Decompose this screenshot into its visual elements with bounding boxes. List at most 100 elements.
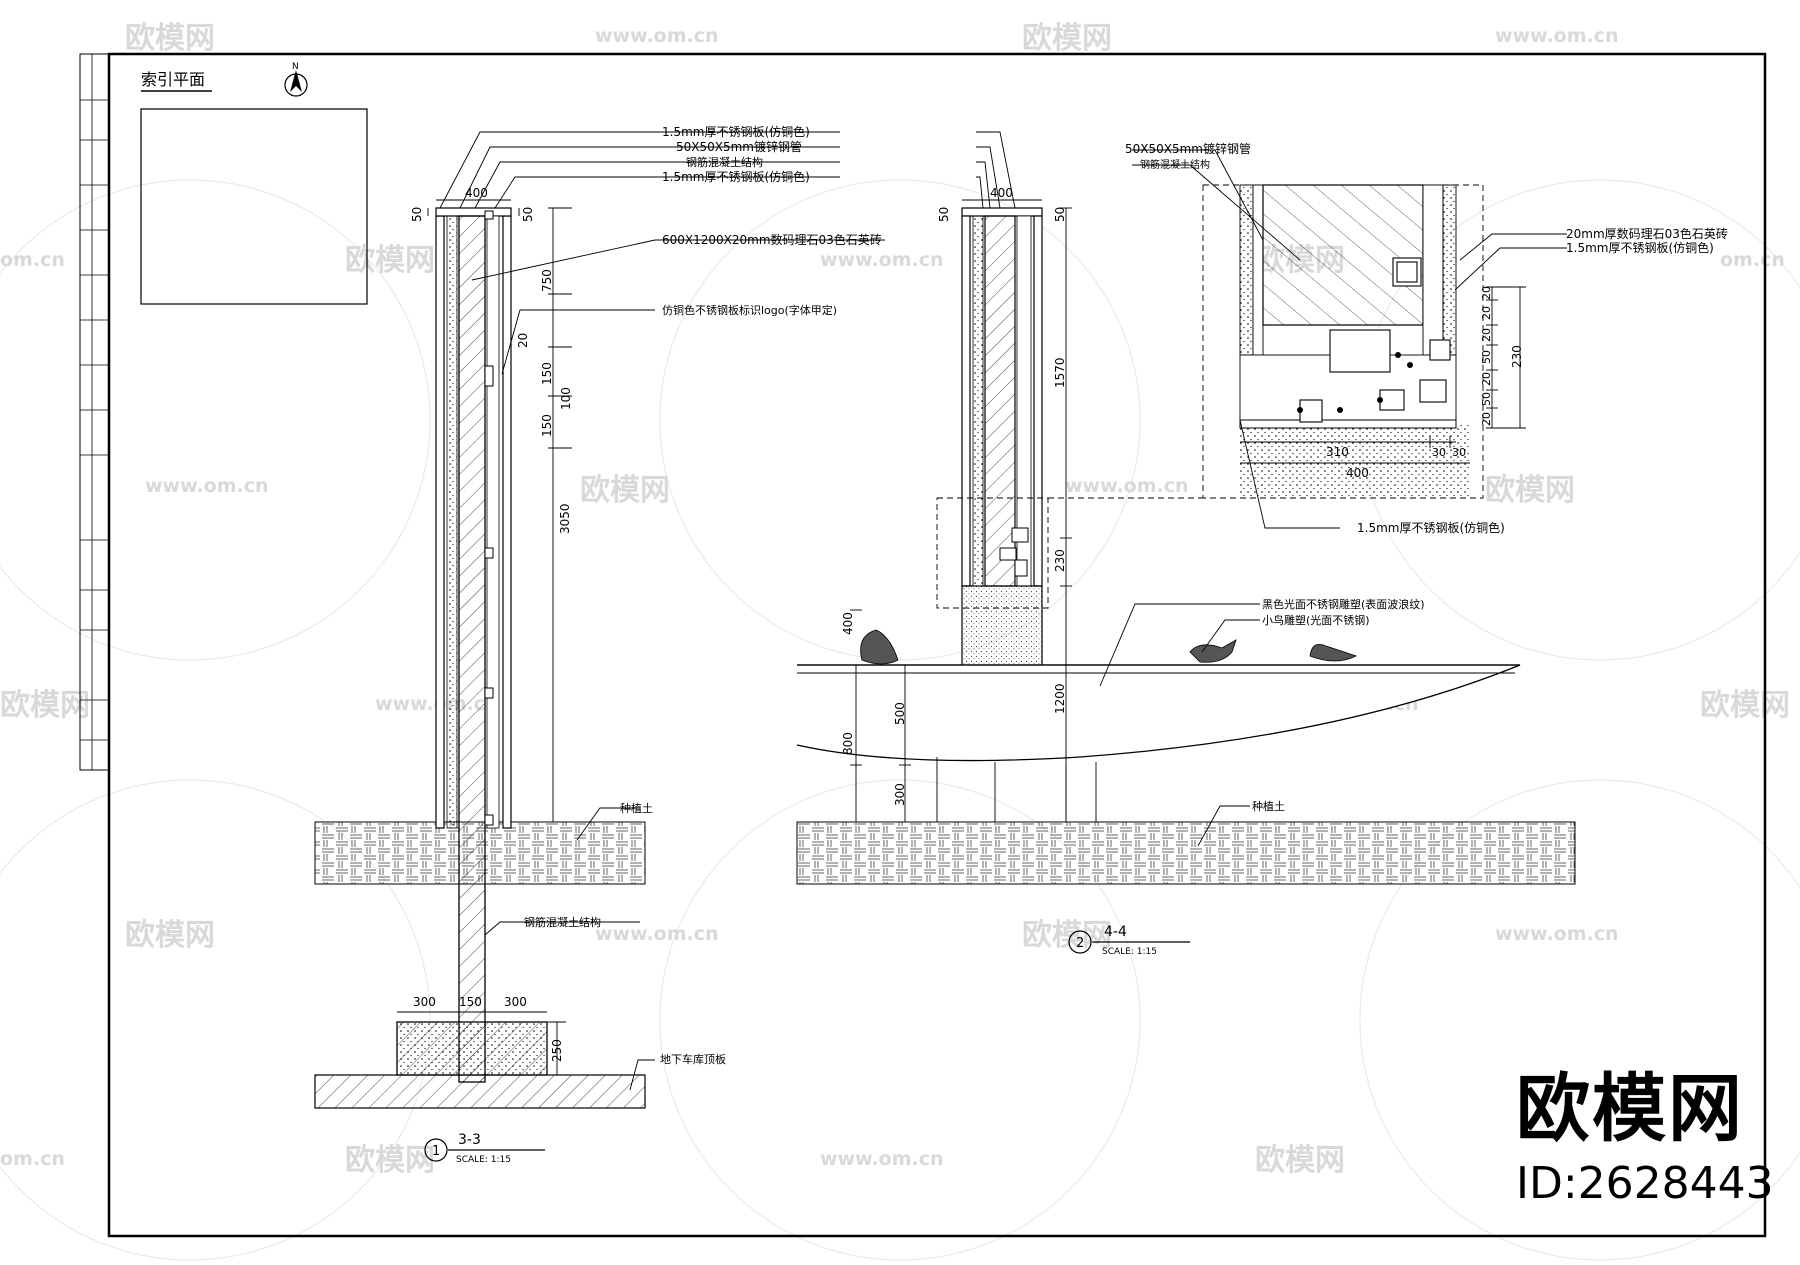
section-3-3-label: 1 3-3 SCALE: 1:15 (424, 1132, 545, 1165)
dim-top-width: 400 (465, 186, 488, 200)
watermark-brand: 欧模网 (1255, 1143, 1345, 1178)
dim-500: 500 (893, 702, 907, 725)
watermark-brand: 欧模网 (0, 688, 90, 723)
watermark-brand: 欧模网 (345, 243, 435, 278)
watermark-url: www.om.cn (1495, 25, 1619, 47)
dim-300: 300 (893, 783, 907, 806)
svg-text:20: 20 (1480, 286, 1493, 300)
callout-sculpture: 黑色光面不锈钢雕塑(表面波浪纹) (1262, 597, 1425, 611)
index-plan-title: 索引平面 (141, 70, 205, 89)
callout-steel: 1.5mm厚不锈钢板(仿铜色) (1566, 240, 1714, 255)
watermark-url: www.om.cn (145, 475, 269, 497)
watermark-url: www.om.cn (1495, 923, 1619, 945)
callout-concrete: 钢筋混凝土结构 (1140, 158, 1210, 171)
dim-footing-250: 250 (550, 1039, 564, 1062)
watermark-id: ID:2628443 (1516, 1158, 1774, 1209)
dim-side-50: 50 (521, 207, 535, 222)
callout-structure: 钢筋混凝土结构 (524, 915, 601, 929)
watermark-url: om.cn (1720, 249, 1785, 271)
svg-text:20: 20 (1480, 306, 1493, 320)
svg-text:N: N (292, 62, 299, 72)
dim-footing-150: 150 (459, 995, 482, 1009)
callout-slab: 地下车库顶板 (660, 1052, 726, 1066)
section-4-4-label: 2 4-4 SCALE: 1:15 (1068, 924, 1190, 957)
callout-concrete: 钢筋混凝土结构 (686, 155, 763, 169)
dim-1200: 1200 (1053, 683, 1067, 714)
svg-text:20: 20 (1480, 372, 1493, 386)
watermark-url: www.om.cn (595, 25, 719, 47)
callout-soil: 种植土 (620, 801, 653, 815)
watermark-brand: 欧模网 (580, 473, 670, 508)
svg-text:50: 50 (1480, 392, 1493, 406)
dim-20: 20 (516, 333, 530, 348)
dim-150: 150 (540, 414, 554, 437)
callout-marble: 600X1200X20mm数码理石03色石英砖 (662, 232, 882, 247)
section-3-3-title: 3-3 (458, 1132, 481, 1148)
watermark-url: www.om.cn (820, 249, 944, 271)
section-4-4-title: 4-4 (1104, 924, 1127, 940)
dim-230: 230 (1510, 345, 1524, 368)
callout-stone: 20mm厚数码理石03色石英砖 (1566, 226, 1728, 241)
index-plan-box (140, 108, 368, 305)
section-4-4: 400 50 50 1570 230 400 500 800 300 1200 … (796, 186, 1576, 957)
dim-top-height: 50 (937, 207, 951, 222)
svg-text:20: 20 (1480, 412, 1493, 426)
index-plan: 索引平面 N (140, 62, 368, 305)
callout-soil: 种植土 (1252, 799, 1285, 813)
watermark-brand: 欧模网 (125, 21, 215, 56)
dim-100: 100 (559, 387, 573, 410)
dim-230: 230 (1053, 549, 1067, 572)
svg-text:1: 1 (432, 1144, 440, 1159)
dim-1570: 1570 (1053, 357, 1067, 388)
callout-bird: 小鸟雕塑(光面不锈钢) (1262, 613, 1370, 627)
callout-steel-plate: 1.5mm厚不锈钢板(仿铜色) (662, 124, 810, 139)
concrete-core (458, 215, 486, 1083)
dim-3050: 3050 (558, 503, 572, 534)
callout-bottom-steel: 1.5mm厚不锈钢板(仿铜色) (1357, 520, 1505, 535)
watermark-brand: 欧模网 (1700, 688, 1790, 723)
planting-soil (796, 821, 1576, 885)
callout-galvanized-pipe: 50X50X5mm镀锌钢管 (676, 139, 802, 154)
dim-30: 30 (1432, 446, 1446, 459)
dim-150: 150 (540, 362, 554, 385)
basement-slab (314, 1074, 646, 1109)
watermark-brand: 欧模网 (1022, 21, 1112, 56)
north-arrow-icon: N (284, 62, 308, 97)
dim-750: 750 (540, 269, 554, 292)
callout-logo: 仿铜色不锈钢板标识logo(字体甲定) (662, 303, 837, 317)
watermark-url: www.om.cn (820, 1148, 944, 1170)
dim-top-width: 400 (990, 186, 1013, 200)
column-base (961, 585, 1043, 667)
callout-pipe: 50X50X5mm镀锌钢管 (1125, 141, 1251, 156)
bird-sculpture-icon (860, 629, 1358, 665)
dim-310: 310 (1326, 445, 1349, 459)
svg-text:50: 50 (1480, 350, 1493, 364)
section-4-4-scale: SCALE: 1:15 (1102, 947, 1157, 957)
dim-top-height: 50 (410, 207, 424, 222)
watermark-url: om.cn (0, 1148, 65, 1170)
watermark-brand: 欧模网 (1485, 473, 1575, 508)
watermark-url: www.om.cn (595, 923, 719, 945)
svg-text:2: 2 (1076, 936, 1084, 951)
wave-sculpture (796, 664, 1521, 762)
section-3-3-scale: SCALE: 1:15 (456, 1155, 511, 1165)
watermark-brand: 欧模网 (345, 1143, 435, 1178)
section-3-3: 400 50 50 750 150 100 150 3050 20 300 15… (314, 124, 1016, 1165)
dim-400: 400 (841, 612, 855, 635)
watermark-url: om.cn (0, 249, 65, 271)
watermark-logo: 欧模网 (1516, 1066, 1744, 1152)
drawing-frame (79, 52, 1767, 1238)
watermark-brand: 欧模网 (125, 918, 215, 953)
dim-800: 800 (841, 732, 855, 755)
watermark-brand: 欧模网 (1022, 918, 1112, 953)
dim-footing-300: 300 (504, 995, 527, 1009)
watermark-url: www.om.cn (1065, 475, 1189, 497)
dim-footing-300: 300 (413, 995, 436, 1009)
dim-30: 30 (1452, 446, 1466, 459)
dim-400: 400 (1346, 466, 1369, 480)
detail-callout-box (936, 497, 1049, 609)
svg-text:20: 20 (1480, 328, 1493, 342)
detail-enlarged: 310 30 30 400 230 20 20 20 50 20 50 20 5… (1125, 141, 1728, 535)
callout-steel-plate-inner: 1.5mm厚不锈钢板(仿铜色) (662, 169, 810, 184)
